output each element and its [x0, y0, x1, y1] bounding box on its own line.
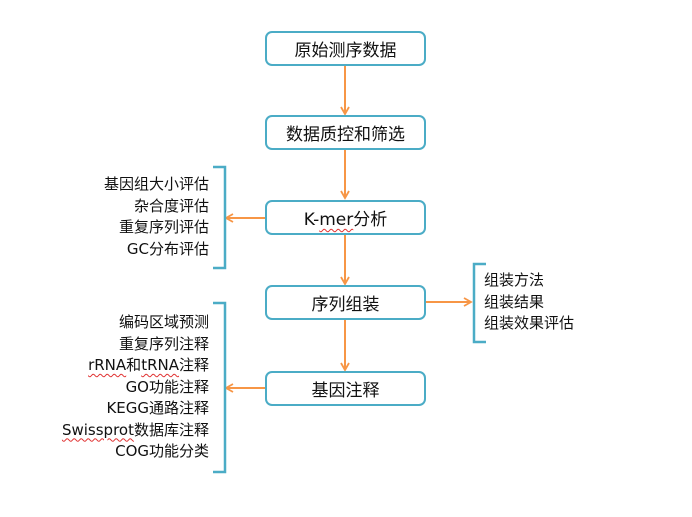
list-item: 组装方法 — [484, 271, 545, 289]
list-item: 组装结果 — [484, 292, 545, 311]
list-item: GO功能注释 — [125, 377, 209, 396]
node-kmer: K-mer分析 — [265, 200, 426, 235]
node-qc: 数据质控和筛选 — [265, 115, 426, 150]
node-assembly: 序列组装 — [265, 285, 426, 320]
node-raw-data-label: 原始测序数据 — [294, 41, 397, 61]
bracket-annotation — [213, 301, 227, 474]
node-assembly-label: 序列组装 — [311, 295, 380, 315]
kmer-outputs-list: 基因组大小评估 杂合度评估 重复序列评估 GC分布评估 — [104, 174, 209, 260]
list-item: 重复序列注释 — [118, 334, 209, 353]
kmer-suffix: 分析 — [353, 210, 388, 230]
list-item: KEGG通路注释 — [106, 399, 209, 417]
annotation-text: 注释 — [178, 356, 209, 374]
rrna-text: rRNA — [88, 356, 127, 374]
node-annotation: 基因注释 — [265, 371, 426, 406]
list-item: 基因组大小评估 — [103, 175, 209, 193]
swissprot-text: Swissprot — [61, 420, 134, 439]
node-raw-data: 原始测序数据 — [265, 31, 426, 66]
assembly-outputs-list: 组装方法 组装结果 组装效果评估 — [484, 270, 574, 335]
list-item: GC分布评估 — [126, 239, 209, 258]
kmer-prefix: K- — [303, 210, 320, 230]
node-kmer-label: K-mer分析 — [304, 205, 388, 230]
list-item: COG功能分类 — [115, 442, 209, 460]
list-item: Swissprot数据库注释 — [62, 420, 209, 442]
list-item: 编码区域预测 — [118, 313, 209, 331]
node-annotation-label: 基因注释 — [311, 381, 380, 401]
bracket-kmer — [213, 165, 227, 270]
list-item: rRNA和tRNA注释 — [62, 355, 209, 377]
kmer-word: mer — [319, 210, 354, 230]
annotation-outputs-list: 编码区域预测 重复序列注释 rRNA和tRNA注释 GO功能注释 KEGG通路注… — [62, 312, 209, 463]
list-item: 重复序列评估 — [118, 218, 209, 236]
node-qc-label: 数据质控和筛选 — [286, 125, 405, 145]
trna-text: tRNA — [141, 356, 179, 374]
database-annotation-text: 数据库注释 — [133, 420, 209, 439]
and-text: 和 — [126, 356, 142, 374]
list-item: 杂合度评估 — [133, 196, 209, 215]
list-item: 组装效果评估 — [484, 314, 575, 332]
